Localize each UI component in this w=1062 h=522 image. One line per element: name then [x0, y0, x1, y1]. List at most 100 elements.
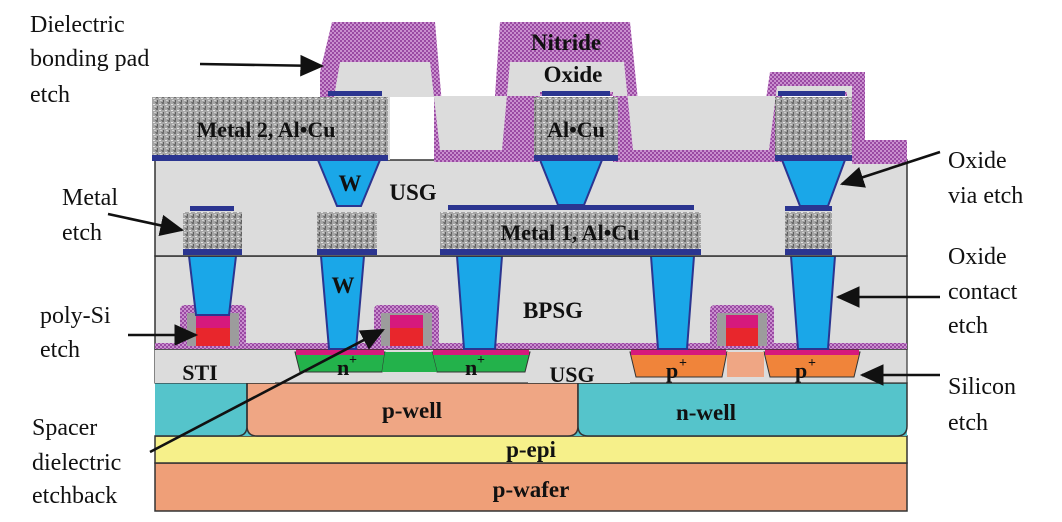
nitride-liner	[155, 343, 907, 349]
p-epi-layer	[154, 435, 908, 464]
usg-imd-label: USG	[389, 180, 436, 205]
w-contact-label: W	[332, 273, 355, 298]
contact-plug-4	[649, 255, 696, 350]
p-epi-label: p-epi	[506, 437, 556, 462]
metal2-pad-left	[152, 97, 388, 157]
contact-plug-1	[187, 255, 238, 316]
contact-plug-5	[789, 255, 837, 350]
metal2-pad-right-base	[775, 155, 852, 161]
svg-text:etchback: etchback	[32, 483, 117, 509]
p-wafer-label: p-wafer	[493, 477, 570, 502]
svg-text:Dielectric: Dielectric	[30, 12, 125, 38]
oxide-via-arrow	[839, 150, 941, 188]
poly-silicide-1	[196, 315, 230, 328]
svg-text:+: +	[349, 353, 357, 368]
metal-etch-annotation: Metal etch	[62, 185, 118, 246]
metal1-pad-1-base	[183, 249, 242, 255]
silicide-n-right	[433, 349, 529, 355]
metal1-line-cap	[448, 205, 694, 210]
contact-plug-3	[455, 255, 504, 350]
metal-etch-arrow	[107, 212, 185, 237]
metal1-pad-3	[785, 212, 832, 250]
svg-text:Metal: Metal	[62, 185, 118, 211]
poly-silicide-3	[726, 315, 758, 328]
dielectric-pad-arrow	[199, 54, 325, 77]
p-well-label: p-well	[382, 398, 442, 423]
metal2-mid-label: Al•Cu	[547, 117, 605, 142]
bpsg-label: BPSG	[523, 298, 583, 323]
metal2-pad-mid-base	[534, 155, 618, 161]
svg-text:etch: etch	[62, 220, 102, 246]
metal1-pad-1-cap	[190, 206, 234, 211]
svg-text:n: n	[337, 355, 349, 380]
svg-text:p: p	[666, 358, 678, 383]
svg-text:+: +	[477, 353, 485, 368]
poly-gate-3	[726, 328, 758, 346]
n-plus-label-right: n +	[465, 353, 485, 380]
metal2-pad-right-cap	[778, 91, 845, 96]
svg-text:via etch: via etch	[948, 183, 1023, 209]
poly-etch-annotation: poly-Si etch	[40, 303, 111, 363]
svg-text:p: p	[795, 358, 807, 383]
metal1-label: Metal 1, Al•Cu	[500, 220, 639, 245]
sti-region	[155, 350, 275, 383]
svg-text:etch: etch	[40, 337, 80, 363]
spacer-arrow	[149, 328, 385, 454]
p-channel-region	[727, 352, 764, 377]
metal1-pad-3-base	[785, 249, 832, 255]
p-plus-label-right: p +	[795, 356, 816, 383]
metal1-pad-1	[183, 212, 242, 250]
p-plus-label-left: p +	[666, 356, 687, 383]
usg-surface-region	[528, 350, 630, 383]
metal2-pad-mid-cap	[542, 91, 610, 96]
silicon-etch-annotation: Silicon etch	[948, 374, 1016, 436]
left-n-well-edge	[155, 383, 248, 437]
n-well-region	[577, 382, 908, 437]
n-channel-region	[382, 352, 437, 372]
contact-plug-2	[319, 255, 366, 350]
svg-text:+: +	[679, 356, 687, 371]
poly-gate-1	[196, 328, 230, 346]
metal1-line-base	[440, 249, 701, 255]
poly-silicide-2	[390, 315, 423, 328]
p-wafer-layer	[154, 462, 908, 512]
spacer-annotation: Spacer dielectric etchback	[32, 415, 121, 509]
metal1-pad-3-cap	[785, 206, 832, 211]
svg-text:Spacer: Spacer	[32, 415, 97, 441]
svg-text:Oxide: Oxide	[948, 244, 1007, 270]
metal2-pad-left-base	[152, 155, 388, 161]
usg-surface-label: USG	[549, 362, 594, 387]
w-via-label: W	[339, 171, 362, 196]
poly-gate-2	[390, 328, 423, 346]
svg-text:Silicon: Silicon	[948, 374, 1016, 400]
svg-text:+: +	[808, 356, 816, 371]
svg-text:etch: etch	[948, 410, 988, 436]
svg-text:etch: etch	[30, 82, 70, 108]
metal2-pad-right	[775, 97, 852, 157]
svg-text:n: n	[465, 355, 477, 380]
svg-text:etch: etch	[948, 313, 988, 339]
metal2-pad-left-cap	[328, 91, 382, 96]
dielectric-pad-annotation: Dielectric bonding pad etch	[30, 12, 149, 108]
nitride-label: Nitride	[531, 30, 601, 55]
metal1-pad-2-base	[317, 249, 377, 255]
metal2-left-label: Metal 2, Al•Cu	[196, 117, 335, 142]
svg-text:poly-Si: poly-Si	[40, 303, 111, 329]
svg-text:Oxide: Oxide	[948, 148, 1007, 174]
n-plus-label-left: n +	[337, 353, 357, 380]
silicide-p-right	[765, 349, 859, 355]
svg-text:bonding pad: bonding pad	[30, 46, 149, 72]
n-well-label: n-well	[676, 400, 736, 425]
svg-text:dielectric: dielectric	[32, 450, 121, 476]
svg-text:contact: contact	[948, 279, 1018, 305]
metal2-pad-mid	[534, 97, 618, 157]
bpsg-layer	[154, 255, 908, 350]
oxide-contact-annotation: Oxide contact etch	[948, 244, 1018, 339]
metal1-line	[440, 212, 701, 250]
oxide-label: Oxide	[544, 62, 603, 87]
silicide-p-left	[631, 349, 726, 355]
oxide-via-annotation: Oxide via etch	[948, 148, 1023, 209]
sti-label: STI	[182, 360, 217, 385]
